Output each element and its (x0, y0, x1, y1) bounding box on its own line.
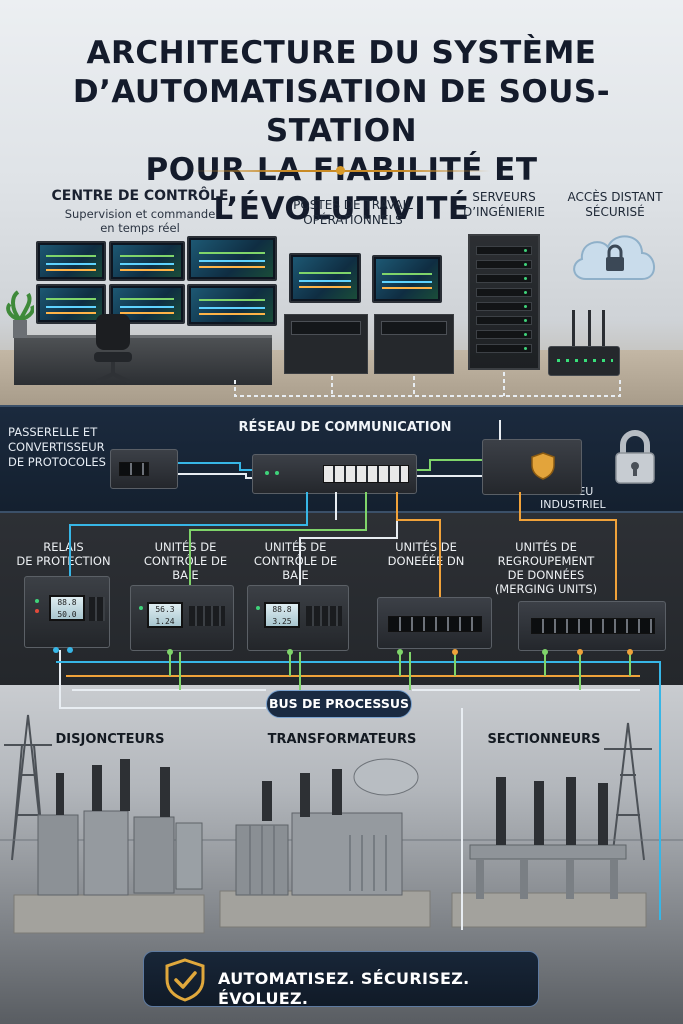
bcu2-line-3: BAIE (282, 568, 309, 582)
slogan-text: AUTOMATISEZ. SÉCURISEZ. ÉVOLUEZ. (218, 969, 470, 1008)
lock-icon (615, 430, 655, 484)
remote-access-line-2: SÉCURISÉ (585, 205, 645, 219)
gateway-label: PASSERELLE ET CONVERTISSEUR DE PROTOCOLE… (8, 425, 108, 470)
workstation-cabinet (284, 314, 368, 374)
workstation-cabinet (374, 314, 454, 374)
plant (6, 290, 34, 338)
shield-icon (531, 452, 555, 480)
workstation-monitor (372, 255, 442, 303)
control-center-subtitle-2: en temps réel (100, 221, 180, 235)
gateway-line-2: CONVERTISSEUR (8, 440, 105, 454)
bay-control-units-2-label: UNITÉS DE CONTRÔLE DE BAIE (248, 540, 343, 582)
router-antenna (602, 310, 605, 348)
mu-line-2: REGROUPEMENT (497, 554, 595, 568)
header-section: ARCHITECTURE DU SYSTÈME D’AUTOMATISATION… (0, 0, 683, 405)
communication-network-section: RÉSEAU DE COMMUNICATION PASSERELLE ET CO… (0, 405, 683, 513)
servers-label: SERVEURS D’INGÉNIERIE (454, 190, 554, 220)
circuit-breaker (37, 759, 203, 896)
process-bus-label: BUS DE PROCESSUS (266, 690, 412, 718)
title-line-1: ARCHITECTURE DU SYSTÈME (86, 35, 597, 71)
field-equipment-section: DISJONCTEURS TRANSFORMATEURS SECTIONNEUR… (0, 685, 683, 1024)
cloud-lock-icon (573, 235, 655, 280)
gateway-line-3: DE PROTOCOLES (8, 455, 106, 469)
workstations-label: POSTES DE TRAVAIL OPÉRATIONNELS (288, 198, 418, 228)
protocol-gateway-device (110, 449, 178, 489)
bcu1-line-2: CONTRÔLE DE (143, 554, 228, 568)
control-monitor (109, 241, 185, 281)
du-line-1: UNITÉS DE (395, 540, 457, 554)
control-center-subtitle-1: Supervision et commande (64, 207, 216, 221)
page-title: ARCHITECTURE DU SYSTÈME D’AUTOMATISATION… (20, 34, 663, 229)
firewall-line-2: INDUSTRIEL (540, 498, 606, 511)
router-antenna (572, 310, 575, 348)
title-line-2: D’AUTOMATISATION DE SOUS-STATION (72, 74, 611, 149)
protection-relays-label: RELAIS DE PROTECTION (16, 540, 111, 568)
slogan-banner: AUTOMATISEZ. SÉCURISEZ. ÉVOLUEZ. (143, 951, 539, 1008)
data-units-label: UNITÉS DE DONEÉÉE DN (376, 540, 476, 568)
gateway-line-1: PASSERELLE ET (8, 425, 98, 439)
workstation-monitor (289, 253, 361, 303)
servers-line-1: SERVEURS (472, 190, 536, 204)
servers-line-2: D’INGÉNIERIE (462, 205, 545, 219)
bcu2-line-2: CONTRÔLE DE (253, 554, 338, 568)
network-title: RÉSEAU DE COMMUNICATION (238, 420, 452, 435)
merging-units-label: UNITÉS DE REGROUPEMENT DE DONNÉES (MERGI… (486, 540, 606, 596)
bay-level-section: RELAIS DE PROTECTION UNITÉS DE CONTRÔLE … (0, 513, 683, 685)
power-transformer (235, 758, 419, 896)
remote-access-router (548, 346, 620, 376)
shield-check-icon (165, 958, 205, 1002)
transmission-tower (604, 722, 652, 861)
bcu2-line-1: UNITÉS DE (264, 540, 327, 554)
mu-line-3: DE DONNÉES (507, 568, 585, 582)
relays-line-1: RELAIS (43, 540, 84, 554)
workstations-line-1: POSTES DE TRAVAIL (293, 198, 413, 212)
bay-control-units-1-label: UNITÉS DE CONTRÔLE DE BAIE (138, 540, 233, 582)
control-desk (14, 335, 272, 385)
mu-line-4: (MERGING UNITS) (494, 582, 598, 596)
remote-access-label: ACCÈS DISTANT SÉCURISÉ (560, 190, 670, 220)
remote-access-line-1: ACCÈS DISTANT (567, 190, 663, 204)
core-network-switch (252, 454, 417, 494)
data-unit-switch (377, 597, 492, 649)
title-line-3: POUR LA FIABILITÉ ET L’ÉVOLUTIVITÉ (145, 152, 538, 227)
control-monitor (36, 241, 106, 281)
server-rack (468, 234, 540, 370)
merging-unit-device (518, 601, 666, 651)
control-center-label: CENTRE DE CONTRÔLE Supervision et comman… (40, 188, 240, 235)
workstations-line-2: OPÉRATIONNELS (303, 213, 403, 227)
transmission-tower (4, 714, 52, 861)
office-chair (94, 314, 132, 384)
relays-line-2: DE PROTECTION (16, 554, 111, 568)
bcu1-line-1: UNITÉS DE (154, 540, 217, 554)
control-center-title: CENTRE DE CONTRÔLE (51, 188, 229, 204)
mu-line-1: UNITÉS DE (515, 540, 577, 554)
control-monitor (187, 236, 277, 281)
router-antenna (588, 310, 591, 348)
du-line-2: DONEÉÉE DN (387, 554, 465, 568)
title-divider-dot (336, 166, 345, 175)
disconnector-switch (469, 777, 627, 899)
bcu1-line-3: BAIE (172, 568, 199, 582)
control-monitor (36, 284, 106, 324)
control-monitor (187, 284, 277, 326)
industrial-firewall-device (482, 439, 582, 495)
